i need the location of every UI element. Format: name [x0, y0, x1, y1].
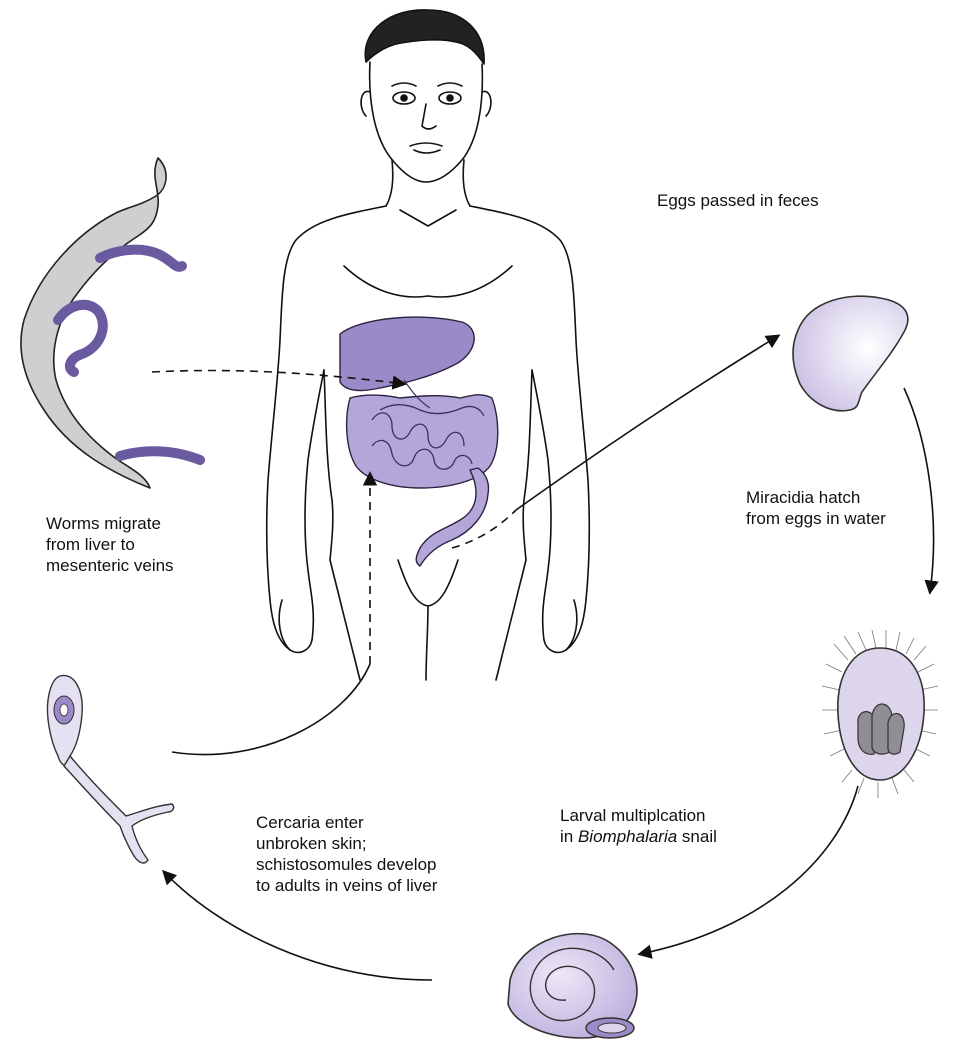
miracidium-icon [822, 630, 938, 798]
face-outline [370, 62, 483, 182]
cercaria-to-skin-arrow [172, 664, 370, 755]
label-eggs-passed: Eggs passed in feces [657, 190, 819, 211]
hair-shape [365, 10, 484, 64]
cercaria-icon [47, 675, 173, 863]
label-worms-migrate: Worms migrate from liver to mesenteric v… [46, 513, 174, 576]
egg-to-miracidium-arrow [904, 388, 934, 592]
label-cercaria-enter: Cercaria enter unbroken skin; schistosom… [256, 812, 437, 896]
label-larval-multiplication: Larval multiplcation in Biomphalaria sna… [560, 805, 717, 847]
organs [340, 317, 498, 566]
adult-worm-pair-icon [21, 158, 200, 488]
egg-icon [793, 296, 908, 411]
liver-icon [340, 317, 474, 390]
snail-icon [508, 934, 637, 1038]
eggs-passed-arrow [516, 336, 778, 510]
label-miracidia-hatch: Miracidia hatch from eggs in water [746, 487, 886, 529]
